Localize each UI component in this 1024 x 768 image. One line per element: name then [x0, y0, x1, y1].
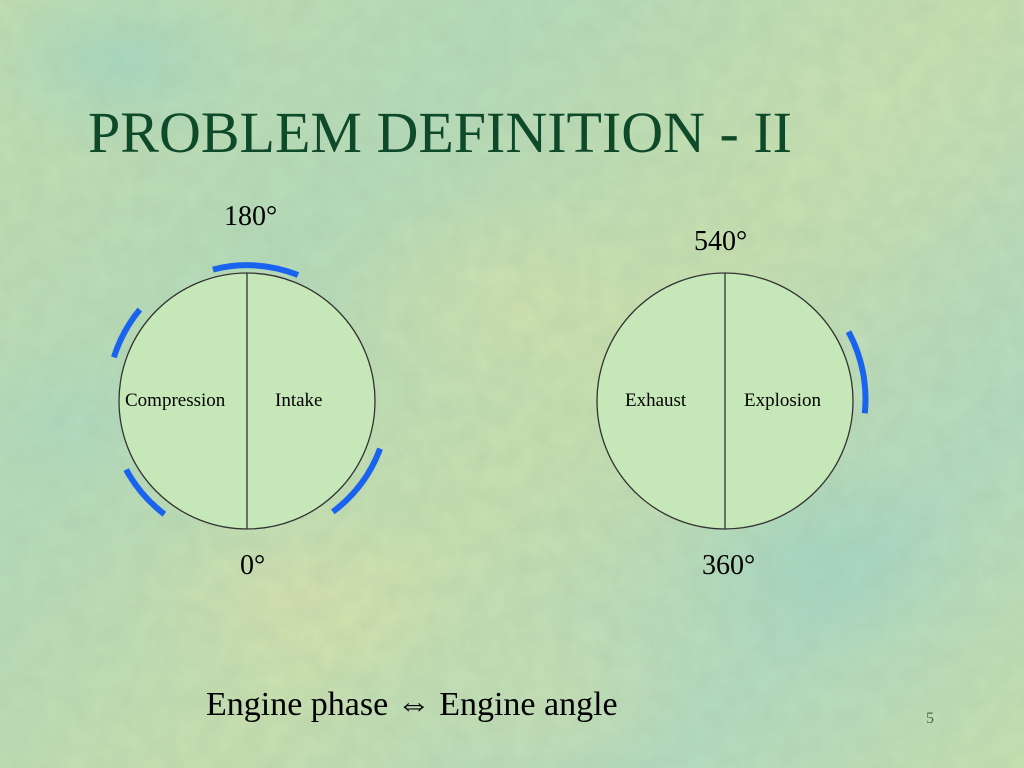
phase-label-intake: Intake: [275, 390, 323, 411]
phase-label-compression: Compression: [125, 390, 226, 411]
phase-label-explosion: Explosion: [744, 390, 822, 411]
angle-label-0: 0°: [240, 550, 266, 581]
right-arc: [845, 330, 869, 414]
slide-title: PROBLEM DEFINITION - II: [88, 100, 792, 165]
upper-left-arc: [111, 307, 143, 359]
lower-right-arc: [330, 447, 383, 515]
angle-label-540: 540°: [694, 226, 748, 257]
caption-engine-phase: Engine phase: [206, 686, 389, 723]
caption-engine-angle: Engine angle: [439, 686, 618, 723]
lower-left-arc: [123, 468, 167, 517]
slide-caption: Engine phase ⇔ Engine angle: [206, 688, 618, 722]
phase-label-exhaust: Exhaust: [625, 390, 687, 411]
angle-label-360: 360°: [702, 550, 756, 581]
double-arrow-icon: ⇔: [396, 686, 431, 723]
angle-label-180: 180°: [224, 201, 278, 232]
top-arc: [212, 262, 300, 278]
slide-number: 5: [926, 710, 934, 727]
